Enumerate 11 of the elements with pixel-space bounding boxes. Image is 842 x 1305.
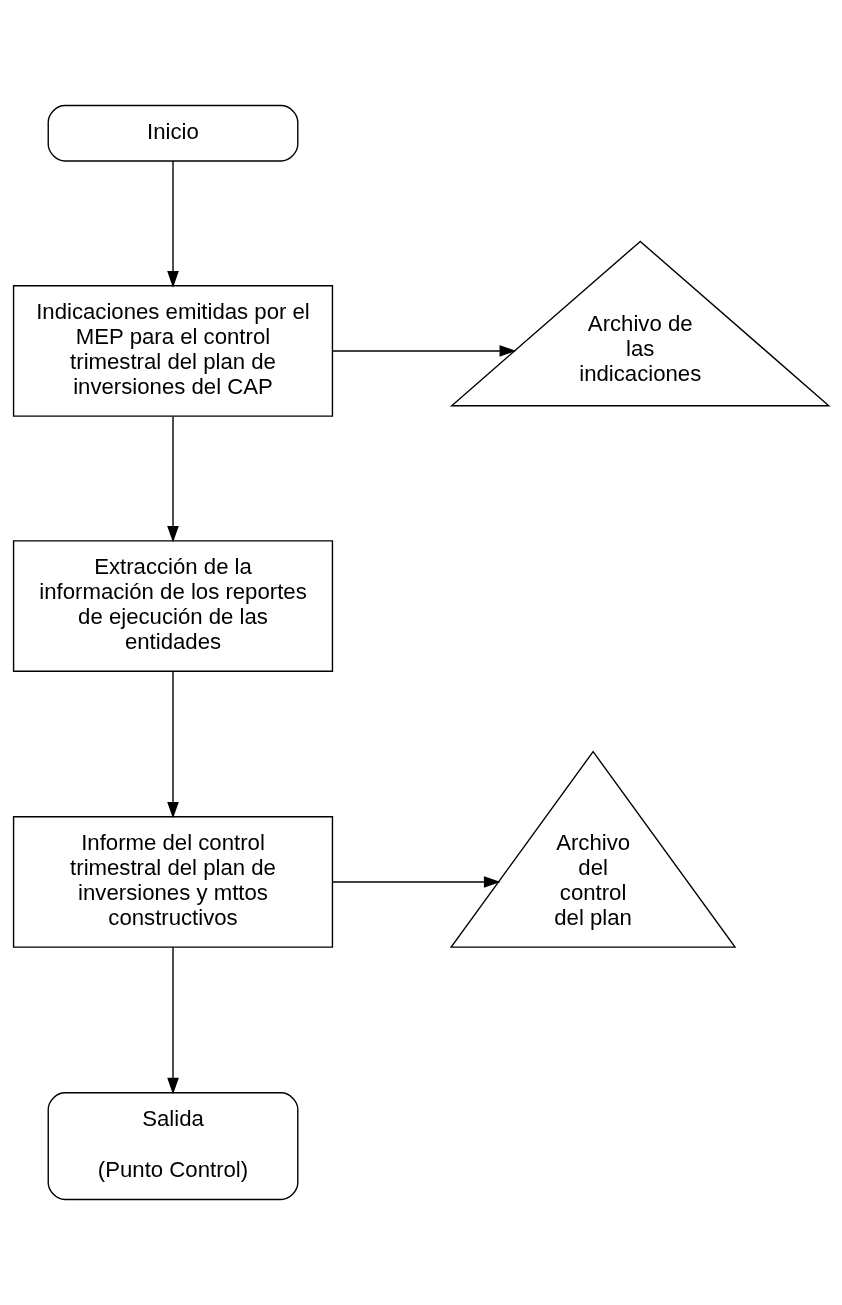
arrow bbox=[167, 946, 179, 1095]
arrow bbox=[167, 415, 179, 543]
arrow bbox=[167, 670, 179, 819]
node-box: Informe del control trimestral del plan de inversiones y mttos constructivos bbox=[12, 816, 334, 948]
arrow bbox=[332, 345, 517, 357]
node-box: Salida (Punto Control) bbox=[47, 1092, 299, 1201]
node-box: Indicaciones emitidas por el MEP para el control trimestral del plan de inversiones del CAP bbox=[12, 285, 334, 417]
arrow bbox=[167, 160, 179, 288]
node-box: Inicio bbox=[47, 104, 299, 162]
node-box: Extracción de la información de los reportes de ejecución de las entidades bbox=[12, 540, 334, 672]
arrow bbox=[331, 876, 501, 888]
